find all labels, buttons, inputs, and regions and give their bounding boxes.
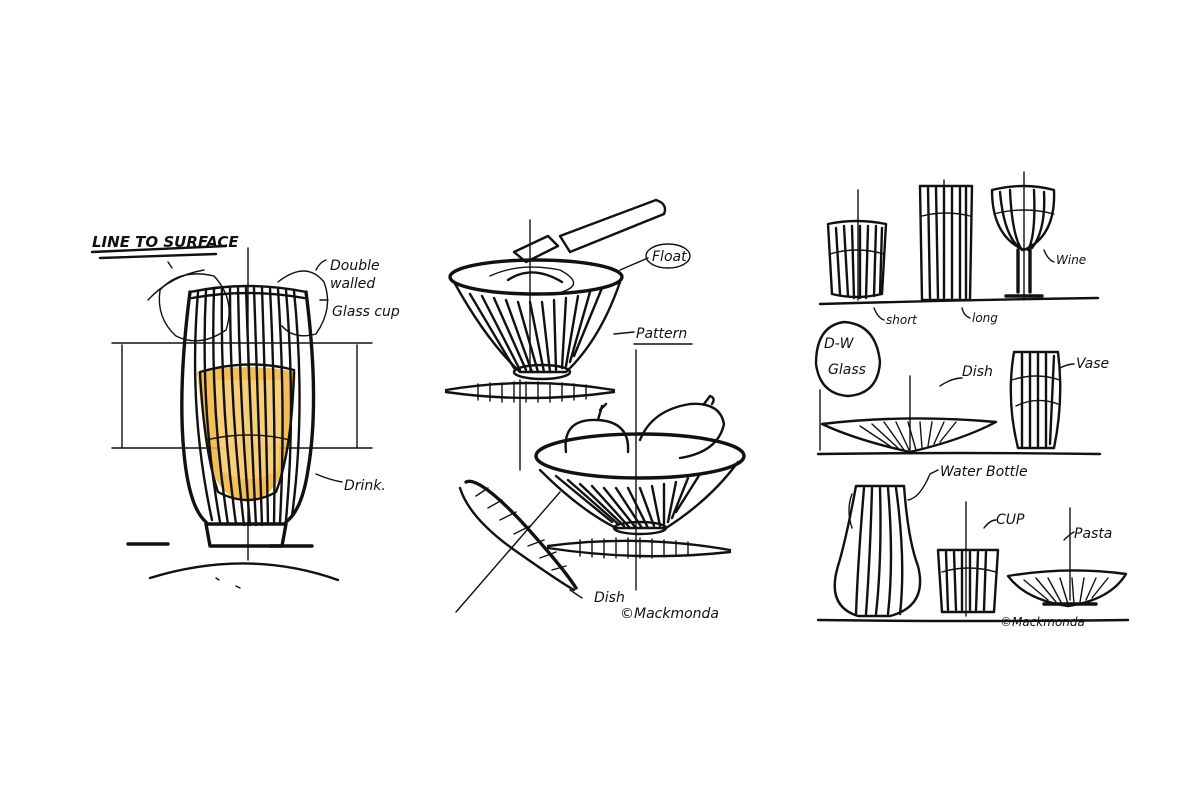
sketch-product-family: short long Wine D-W Glass Dish Vase <box>814 171 1130 629</box>
note-cup: CUP <box>996 512 1025 528</box>
note-wine: Wine <box>1056 253 1086 267</box>
note-dw-glass: Glass <box>828 362 866 378</box>
note-dish-bowls: Dish <box>594 590 625 606</box>
signature-family: ©Mackmonda <box>1000 615 1085 629</box>
note-dw: D-W <box>824 336 855 352</box>
note-walled: walled <box>330 276 375 292</box>
note-double: Double <box>330 258 380 274</box>
sketch-bowls: Float Pattern Dish ©Mackmonda <box>444 198 746 622</box>
note-water-bottle: Water Bottle <box>940 464 1028 480</box>
note-drink: Drink. <box>344 478 386 494</box>
note-short: short <box>886 313 918 327</box>
sketch-glass-cup: LINE TO SURFACE Double walled Glass cup … <box>90 233 400 589</box>
signature-bowls: ©Mackmonda <box>620 606 719 622</box>
note-vase: Vase <box>1076 356 1109 372</box>
note-long: long <box>972 311 998 325</box>
note-dish-family: Dish <box>962 364 993 380</box>
note-pattern: Pattern <box>636 326 687 342</box>
note-glass-cup: Glass cup <box>332 304 400 320</box>
note-pasta: Pasta <box>1074 526 1112 542</box>
note-float: Float <box>652 249 687 265</box>
